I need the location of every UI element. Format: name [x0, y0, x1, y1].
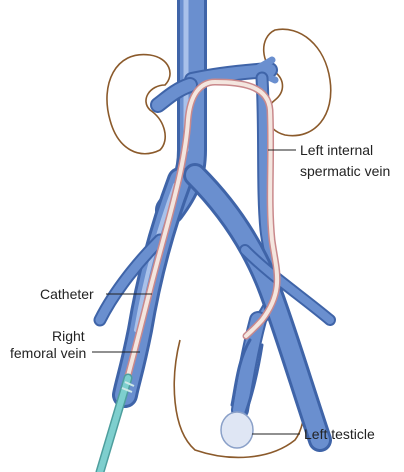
label-right-femoral-vein-line2: femoral vein — [10, 345, 86, 361]
label-left-testicle: Left testicle — [304, 426, 375, 442]
label-left-internal-spermatic-vein-line2: spermatic vein — [300, 163, 390, 179]
catheter-path — [116, 78, 281, 409]
label-left-internal-spermatic-vein-line1: Left internal — [300, 142, 373, 158]
label-right-femoral-vein-line1: Right — [52, 328, 85, 344]
right-kidney — [106, 53, 171, 155]
label-leader-lines — [92, 149, 300, 435]
left-testicle-shape — [220, 411, 254, 449]
label-catheter: Catheter — [40, 286, 94, 302]
venous-system — [93, 0, 336, 452]
catheter-sheath — [95, 373, 135, 472]
